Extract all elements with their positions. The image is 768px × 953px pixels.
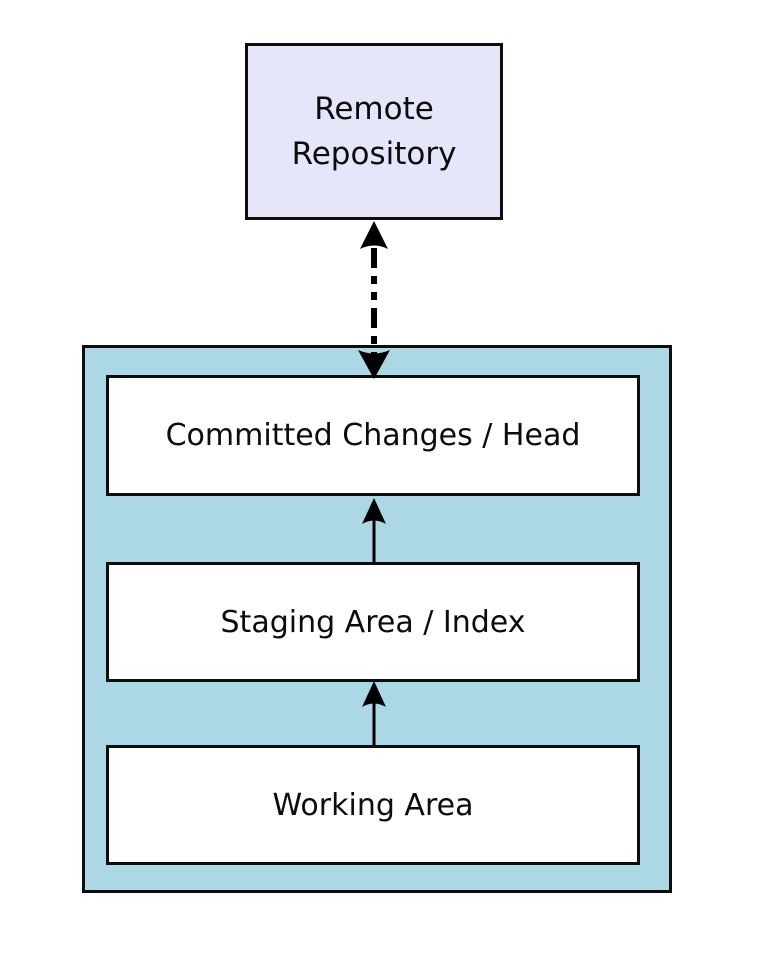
arrowhead-up-icon [360,221,388,249]
working-area-label: Working Area [272,787,474,823]
arrowhead-up-icon [362,681,386,707]
staging-area-label: Staging Area / Index [220,604,526,640]
remote-sync-arrow [358,221,390,379]
local-repository-container: Committed Changes / Head Staging Area / … [82,345,672,893]
committed-changes-box: Committed Changes / Head [106,375,640,496]
remote-repository-label: Remote Repository [291,91,457,172]
committed-changes-label: Committed Changes / Head [165,418,581,453]
arrowhead-down-icon [358,350,390,379]
arrowhead-up-icon [362,498,386,524]
remote-repository-box: Remote Repository [245,43,503,220]
working-to-staging-arrow [362,681,386,746]
working-area-box: Working Area [106,745,640,865]
staging-to-committed-arrow [362,498,386,563]
staging-area-box: Staging Area / Index [106,562,640,682]
